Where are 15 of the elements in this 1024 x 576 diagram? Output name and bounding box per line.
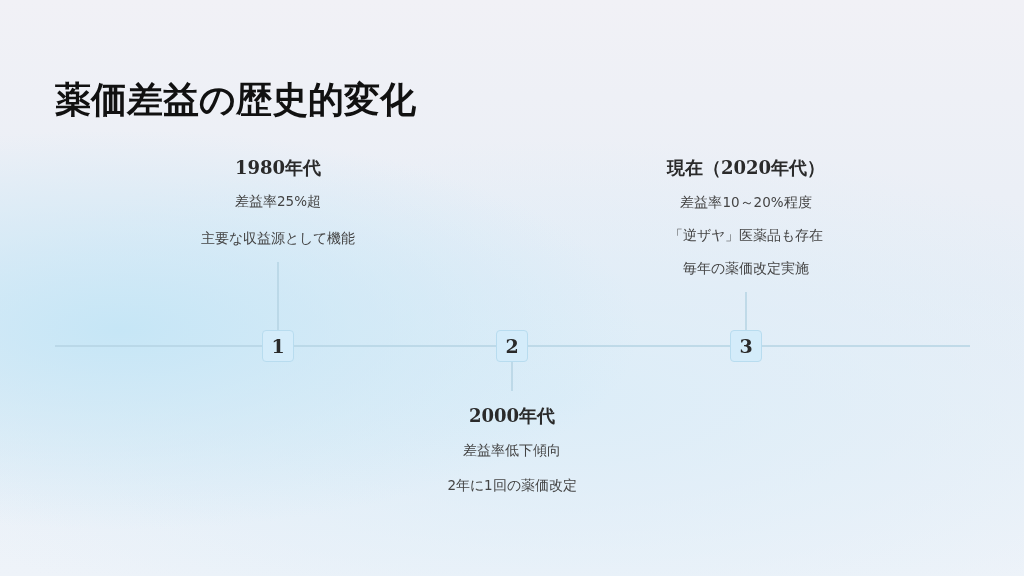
connector-line (745, 291, 747, 331)
description-text: 毎年の薬価改定実施 (682, 260, 810, 278)
description-text: 差益率10～20%程度 (679, 194, 813, 212)
step-number-box: 1 (262, 330, 294, 362)
description-text: 差益率25%超 (234, 193, 322, 211)
period-heading: 現在（2020年代） (665, 156, 827, 180)
period-heading: 1980年代 (233, 156, 323, 180)
description-text: 「逆ザヤ」医薬品も存在 (668, 227, 824, 245)
description-text: 2年に1回の薬価改定 (446, 477, 578, 495)
title: 薬価差益の歴史的変化 (55, 78, 416, 122)
description-text: 差益率低下傾向 (462, 442, 562, 460)
period-heading: 2000年代 (467, 404, 557, 428)
description-text: 主要な収益源として機能 (200, 230, 356, 248)
step-number-box: 3 (730, 330, 762, 362)
step-number-box: 2 (496, 330, 528, 362)
